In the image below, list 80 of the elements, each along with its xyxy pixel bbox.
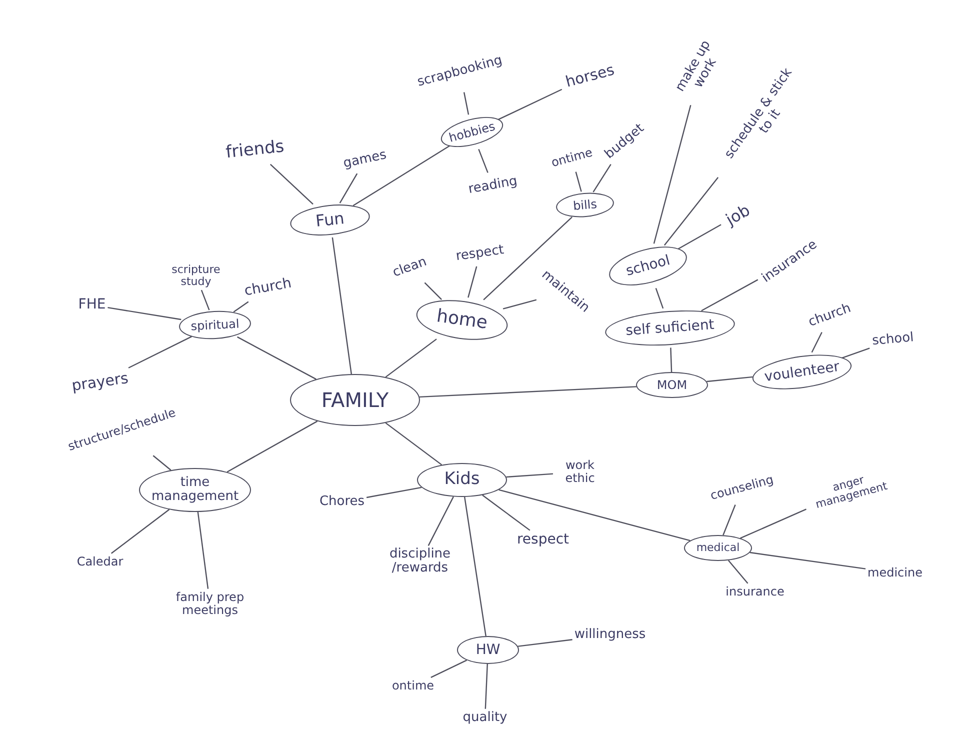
topic-oval: HW: [457, 636, 519, 664]
branch-label: scripture study: [158, 264, 234, 288]
branch-label: ontime: [550, 146, 594, 170]
branch-label: reading: [467, 174, 519, 198]
connector-line: [840, 348, 870, 360]
connector-line: [385, 422, 442, 466]
branch-label: discipline /rewards: [375, 548, 465, 576]
branch-label: respect: [516, 532, 570, 548]
branch-label: work ethic: [555, 458, 605, 486]
connector-line: [237, 336, 316, 380]
connector-line: [420, 386, 636, 398]
connector-line: [653, 104, 692, 244]
branch-label: willingness: [574, 628, 646, 642]
connector-line: [502, 299, 537, 310]
connector-line: [226, 420, 318, 472]
connector-line: [478, 148, 488, 173]
connector-line: [740, 508, 806, 539]
branch-label: horses: [564, 62, 616, 90]
connector-line: [664, 176, 719, 246]
branch-label: friends: [224, 138, 286, 162]
topic-oval: medical: [684, 535, 752, 561]
connector-line: [339, 173, 358, 204]
connector-line: [366, 486, 422, 498]
connector-line: [592, 164, 612, 192]
topic-oval: FAMILY: [290, 374, 420, 426]
topic-oval: MOM: [636, 372, 708, 398]
connector-line: [518, 639, 572, 647]
branch-label: church: [243, 276, 293, 300]
connector-line: [108, 306, 182, 320]
connector-line: [332, 237, 352, 374]
connector-line: [385, 338, 437, 378]
connector-line: [655, 288, 664, 309]
branch-label: family prep meetings: [165, 590, 255, 618]
connector-line: [463, 92, 470, 115]
branch-label: games: [342, 148, 388, 172]
connector-line: [128, 336, 192, 368]
connector-line: [468, 266, 478, 298]
connector-line: [670, 348, 672, 372]
topic-oval: bills: [555, 190, 615, 220]
connector-line: [233, 301, 249, 312]
branch-label: clean: [391, 255, 429, 281]
connector-line: [811, 332, 822, 353]
connector-line: [464, 496, 486, 636]
topic-oval: Kids: [417, 463, 507, 497]
connector-line: [676, 224, 722, 250]
topic-oval: spiritual: [178, 309, 252, 341]
connector-line: [506, 473, 554, 478]
branch-label: ontime: [392, 679, 434, 693]
connector-line: [701, 279, 758, 312]
connector-line: [424, 282, 442, 300]
branch-label: FHE: [78, 297, 106, 313]
connector-line: [110, 509, 170, 554]
connector-line: [270, 164, 314, 205]
branch-label: respect: [455, 244, 505, 264]
connector-line: [428, 496, 454, 546]
branch-label: school: [872, 331, 914, 349]
connector-line: [482, 494, 530, 531]
connector-line: [706, 376, 753, 382]
branch-label: church: [806, 302, 854, 330]
branch-label: Chores: [319, 494, 365, 510]
topic-oval: time management: [139, 468, 251, 512]
connector-line: [496, 88, 562, 121]
branch-label: Caledar: [76, 555, 124, 569]
branch-label: prayers: [70, 370, 130, 394]
connector-line: [575, 172, 582, 192]
connector-line: [498, 489, 690, 542]
connector-line: [484, 664, 488, 709]
connector-line: [352, 144, 451, 206]
connector-line: [750, 552, 866, 570]
connector-line: [197, 512, 209, 589]
connector-line: [200, 290, 210, 310]
branch-label: job: [723, 201, 753, 229]
connector-line: [722, 504, 736, 536]
branch-label: medicine: [868, 566, 922, 580]
branch-label: quality: [462, 710, 508, 726]
connector-line: [152, 455, 172, 471]
connector-line: [728, 560, 748, 584]
connector-line: [483, 216, 572, 300]
branch-label: insurance: [726, 585, 784, 599]
connector-line: [430, 660, 468, 678]
